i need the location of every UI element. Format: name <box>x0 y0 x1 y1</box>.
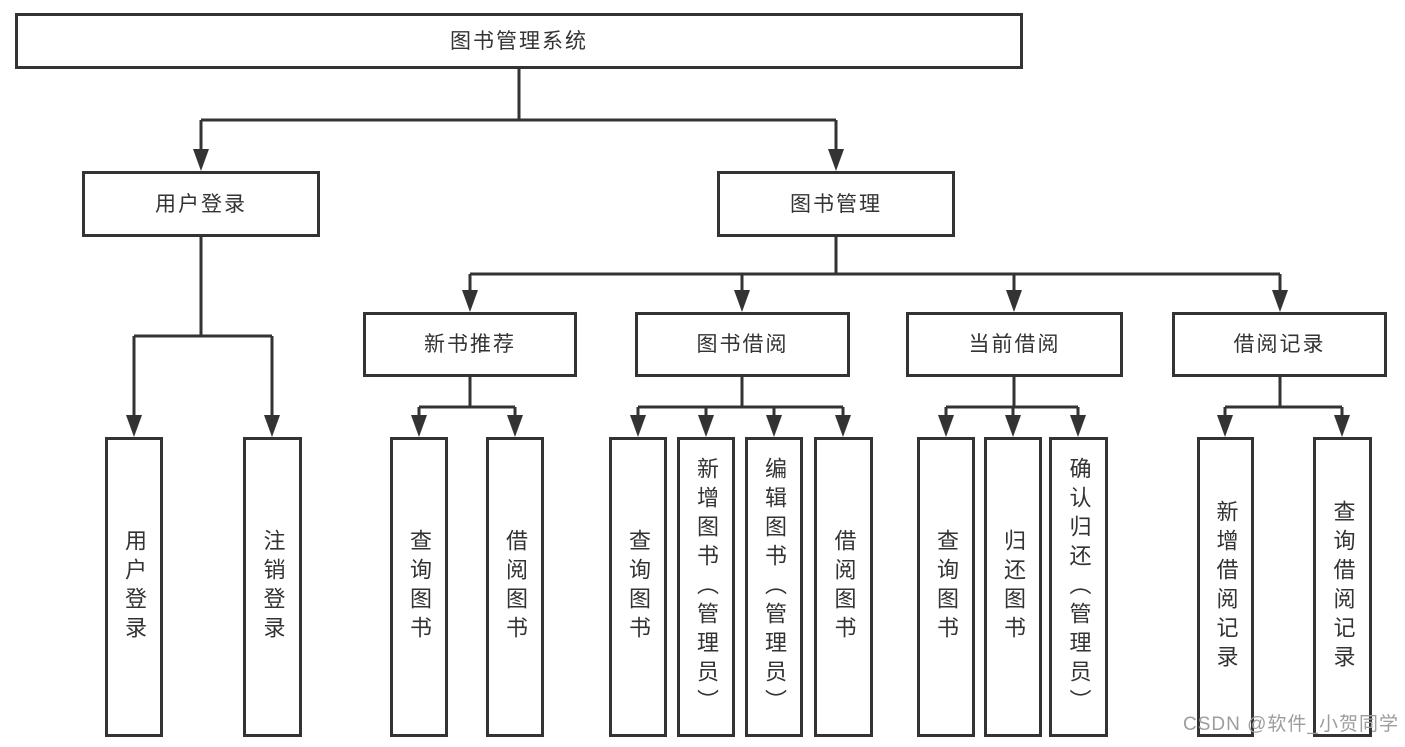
leaf-user-login: 用户登录 <box>105 437 163 737</box>
leaf-query-borrow-record: 查询借阅记录 <box>1313 437 1372 737</box>
node-label: 借阅记录 <box>1233 333 1326 356</box>
node-label: 用户登录 <box>122 529 147 645</box>
csdn-watermark: CSDN @软件_小贺同学 <box>1183 714 1399 735</box>
node-label: 图书管理系统 <box>450 29 588 53</box>
node-label: 图书借阅 <box>696 333 789 356</box>
leaf-confirm-return-admin: 确认归还（管理员） <box>1049 437 1108 737</box>
node-label: 图书管理 <box>790 192 882 216</box>
node-label: 新书推荐 <box>424 333 516 356</box>
node-label: 确认归还（管理员） <box>1066 456 1092 718</box>
node-label: 归还图书 <box>1001 529 1026 645</box>
node-book-borrow: 图书借阅 <box>635 312 850 377</box>
node-book-management: 图书管理 <box>717 171 955 237</box>
leaf-query-book-recommend: 查询图书 <box>390 437 448 737</box>
leaf-query-book-current: 查询图书 <box>917 437 975 737</box>
node-label: 当前借阅 <box>968 333 1061 356</box>
node-user-login: 用户登录 <box>82 171 320 237</box>
leaf-borrow-book: 借阅图书 <box>814 437 873 737</box>
leaf-add-borrow-record: 新增借阅记录 <box>1197 437 1254 737</box>
leaf-logout: 注销登录 <box>243 437 302 737</box>
node-borrow-record: 借阅记录 <box>1172 312 1387 377</box>
leaf-return-book: 归还图书 <box>984 437 1042 737</box>
node-current-borrow: 当前借阅 <box>906 312 1123 377</box>
node-label: 注销登录 <box>260 529 286 645</box>
leaf-query-book-borrow: 查询图书 <box>609 437 667 737</box>
node-label: 用户登录 <box>155 192 247 216</box>
leaf-borrow-book-recommend: 借阅图书 <box>486 437 544 737</box>
node-new-book-recommend: 新书推荐 <box>363 312 577 377</box>
node-label: 新增图书（管理员） <box>694 456 719 718</box>
node-label: 编辑图书（管理员） <box>762 456 787 718</box>
leaf-add-book-admin: 新增图书（管理员） <box>677 437 735 737</box>
node-label: 借阅图书 <box>503 529 528 645</box>
leaf-edit-book-admin: 编辑图书（管理员） <box>745 437 803 737</box>
node-label: 查询图书 <box>934 529 959 645</box>
node-library-management-system: 图书管理系统 <box>15 13 1023 69</box>
node-label: 查询借阅记录 <box>1330 500 1356 674</box>
node-label: 查询图书 <box>407 529 432 645</box>
node-label: 借阅图书 <box>831 529 857 645</box>
node-label: 新增借阅记录 <box>1213 500 1239 674</box>
node-label: 查询图书 <box>626 529 651 645</box>
